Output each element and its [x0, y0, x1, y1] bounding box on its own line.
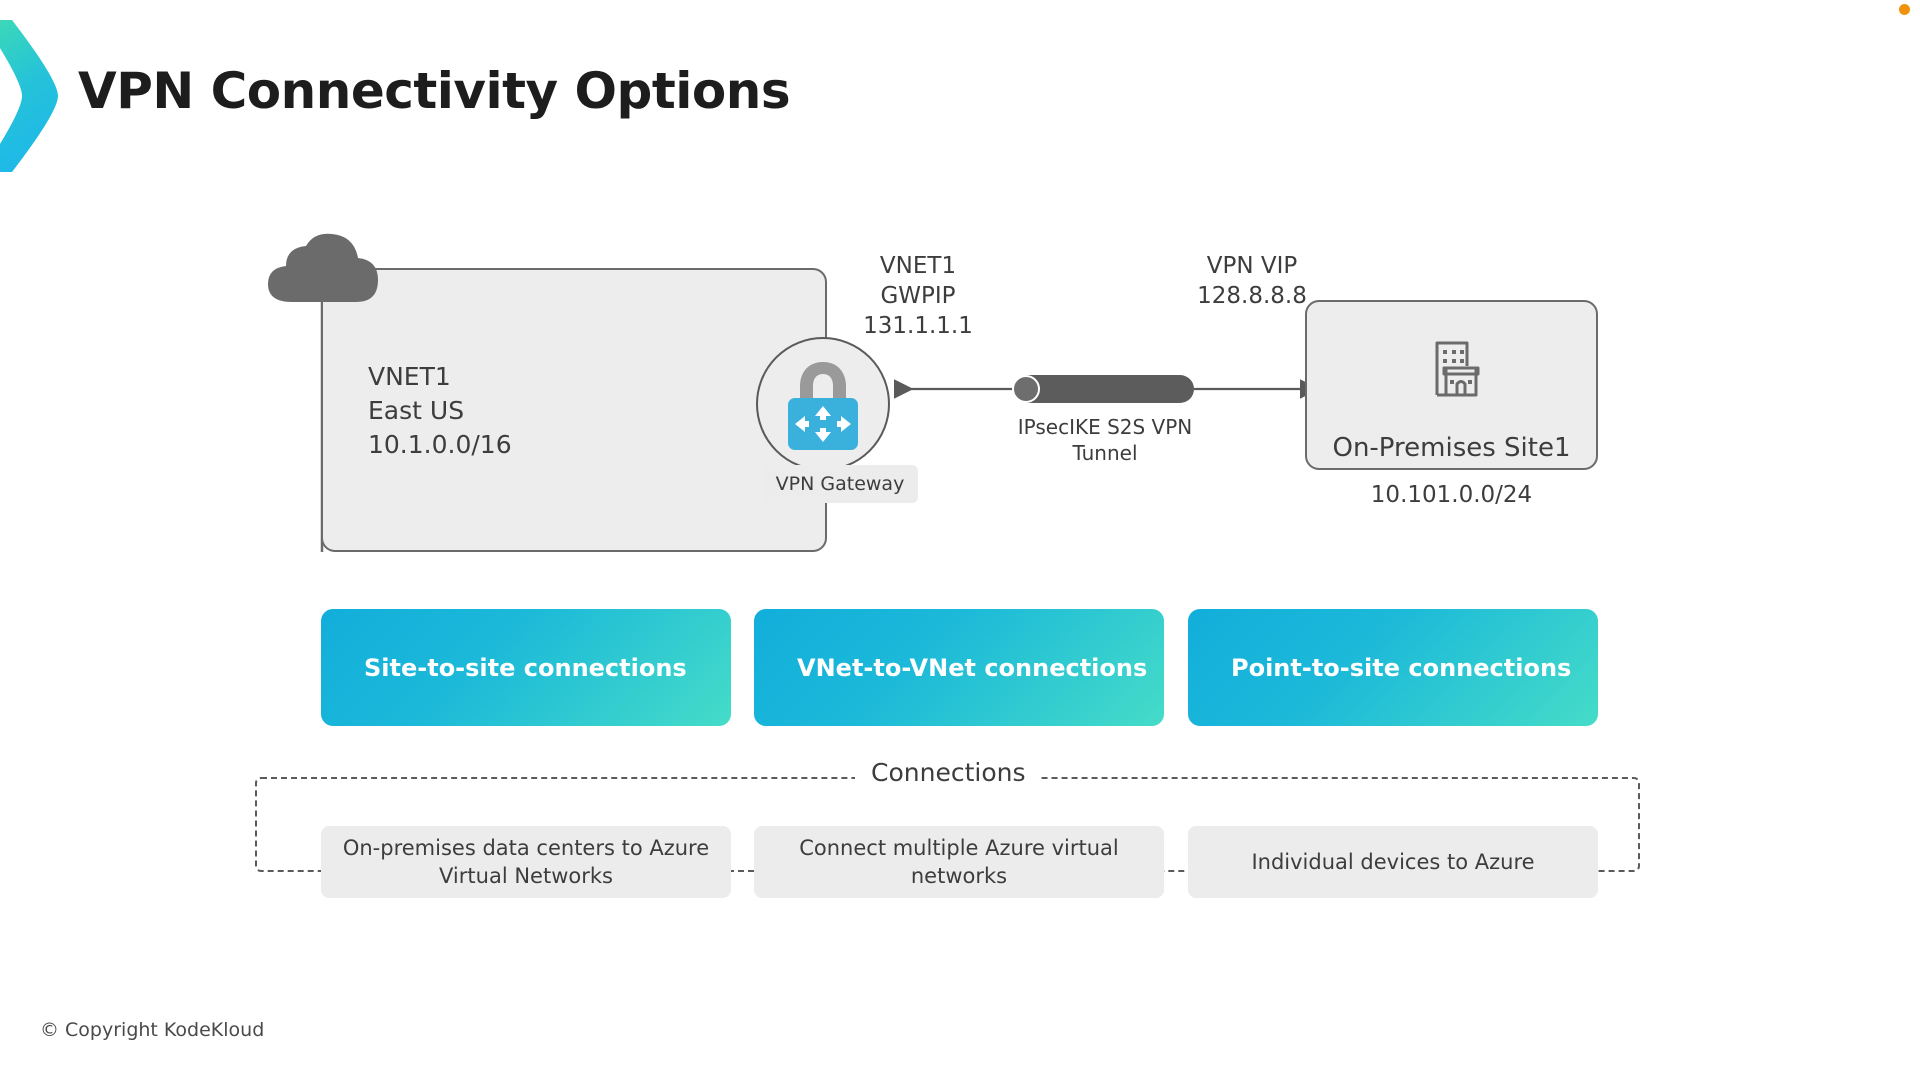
option-button-label: Point-to-site connections — [1231, 653, 1572, 682]
vpn-gateway-lock-icon — [788, 362, 858, 450]
ipsec-tunnel-icon — [1014, 375, 1194, 403]
vip-title: VPN VIP — [1206, 253, 1298, 279]
on-premises-site-cidr: 10.101.0.0/24 — [1370, 482, 1533, 508]
connections-group-legend: Connections — [855, 758, 1042, 787]
vpn-vip-label: VPN VIP 128.8.8.8 — [1192, 251, 1312, 311]
option-description-card: Connect multiple Azure virtual networks — [754, 826, 1164, 898]
on-premises-site-box — [1305, 300, 1598, 470]
page-title: VPN Connectivity Options — [78, 62, 791, 120]
option-description-card: Individual devices to Azure — [1188, 826, 1598, 898]
chevron-right-logo-icon — [0, 20, 58, 172]
vnet1-cidr: 10.1.0.0/16 — [368, 430, 512, 459]
on-premises-site-title: On-Premises Site1 — [1332, 433, 1571, 463]
vnet1-gwpip-label: VNET1 GWPIP 131.1.1.1 — [840, 251, 996, 341]
vnet1-info: VNET1 East US 10.1.0.0/16 — [368, 360, 512, 462]
ipsec-tunnel-label: IPsecIKE S2S VPN Tunnel — [990, 414, 1220, 466]
option-description-card: On-premises data centers to Azure Virtua… — [321, 826, 731, 898]
option-button-vnet-to-vnet[interactable]: VNet-to-VNet connections — [754, 609, 1164, 726]
cloud-icon — [268, 233, 378, 302]
vpn-gateway-caption: VPN Gateway — [762, 465, 918, 503]
footer-copyright: © Copyright KodeKloud — [40, 1019, 265, 1041]
option-description-text: On-premises data centers to Azure Virtua… — [342, 836, 710, 888]
gwpip-title: VNET1 GWPIP — [879, 253, 957, 309]
option-button-site-to-site[interactable]: Site-to-site connections — [321, 609, 731, 726]
tunnel-label-line1: IPsecIKE S2S VPN — [1017, 415, 1193, 439]
gwpip-value: 131.1.1.1 — [863, 313, 973, 339]
corner-accent-dot — [1899, 4, 1910, 15]
ipsec-tunnel-endpoint-icon — [1012, 375, 1040, 403]
option-button-label: VNet-to-VNet connections — [797, 653, 1148, 682]
option-button-point-to-site[interactable]: Point-to-site connections — [1188, 609, 1598, 726]
vnet1-name: VNET1 — [368, 362, 451, 391]
vip-value: 128.8.8.8 — [1197, 283, 1307, 309]
option-button-label: Site-to-site connections — [364, 653, 687, 682]
vnet1-region: East US — [368, 396, 465, 425]
vnet1-boundary-box — [321, 268, 827, 552]
office-building-icon — [1435, 341, 1480, 397]
tunnel-label-line2: Tunnel — [1072, 441, 1138, 465]
option-description-text: Connect multiple Azure virtual networks — [799, 836, 1119, 888]
option-description-text: Individual devices to Azure — [1251, 850, 1535, 874]
